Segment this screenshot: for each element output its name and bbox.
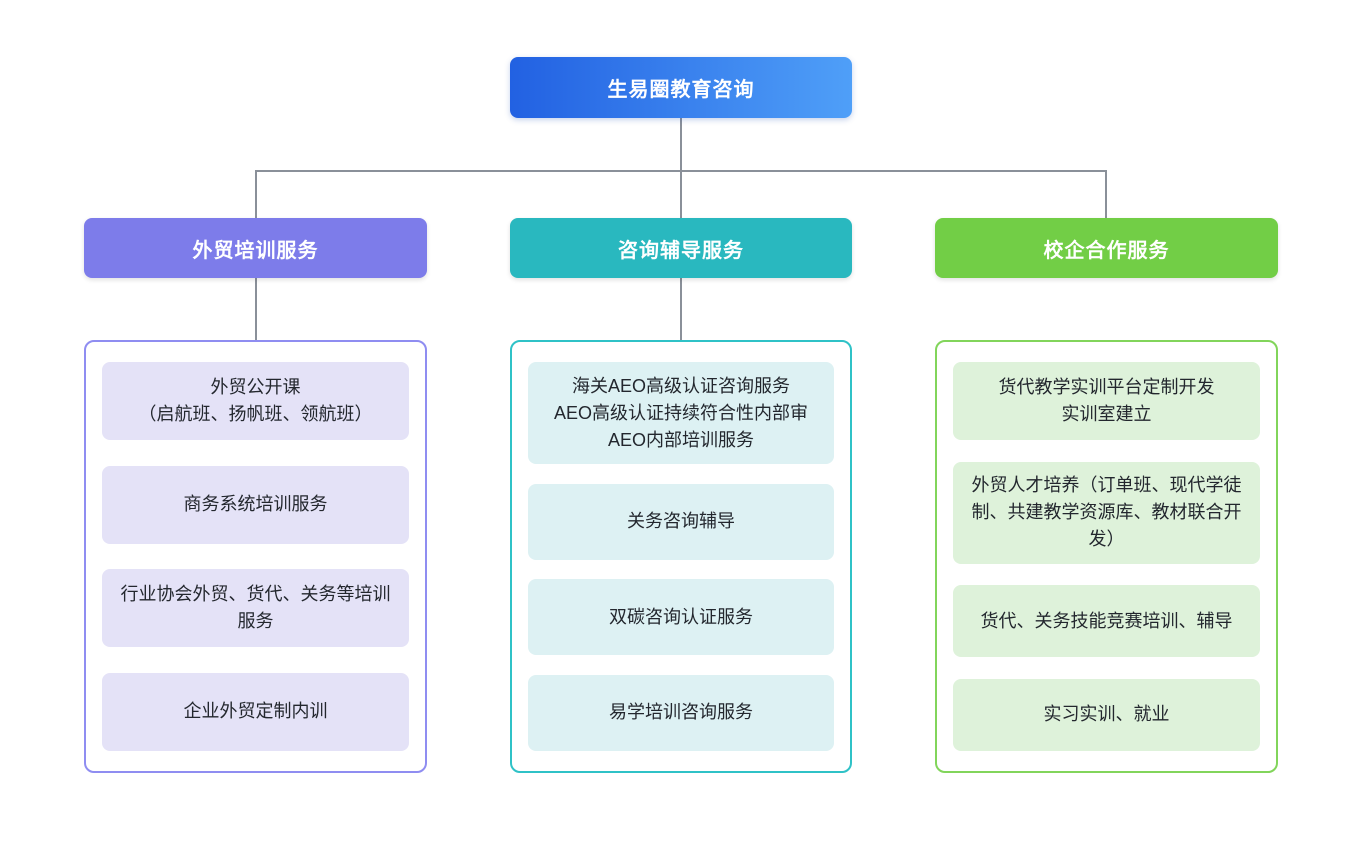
- branch-header: 外贸培训服务: [84, 218, 427, 278]
- diagram-node: 商务系统培训服务: [102, 465, 409, 544]
- branch-school-enterprise-cooperation: 校企合作服务 货代教学实训平台定制开发 实训室建立 外贸人才培养（订单班、现代学…: [935, 0, 1278, 844]
- diagram-node: 货代教学实训平台定制开发 实训室建立: [953, 362, 1260, 440]
- diagram-node: 外贸人才培养（订单班、现代学徒制、共建教学资源库、教材联合开发）: [953, 461, 1260, 564]
- diagram-node: 企业外贸定制内训: [102, 672, 409, 751]
- connector-line: [255, 170, 257, 218]
- branch-foreign-trade-training: 外贸培训服务 外贸公开课 （启航班、扬帆班、领航班） 商务系统培训服务 行业协会…: [84, 0, 427, 844]
- diagram-node: 外贸公开课 （启航班、扬帆班、领航班）: [102, 362, 409, 440]
- branch-consulting-coaching: 咨询辅导服务 海关AEO高级认证咨询服务 AEO高级认证持续符合性内部审 AEO…: [510, 0, 852, 844]
- connector-line: [1105, 170, 1107, 218]
- connector-line: [680, 170, 682, 218]
- diagram-node: 行业协会外贸、货代、关务等培训服务: [102, 569, 409, 648]
- diagram-node: 海关AEO高级认证咨询服务 AEO高级认证持续符合性内部审 AEO内部培训服务: [528, 362, 834, 464]
- diagram-node: 易学培训咨询服务: [528, 674, 834, 751]
- diagram-node: 实习实训、就业: [953, 678, 1260, 751]
- branch-header: 校企合作服务: [935, 218, 1278, 278]
- branch-item-group: 货代教学实训平台定制开发 实训室建立 外贸人才培养（订单班、现代学徒制、共建教学…: [935, 340, 1278, 773]
- connector-line: [680, 118, 682, 171]
- branch-item-group: 外贸公开课 （启航班、扬帆班、领航班） 商务系统培训服务 行业协会外贸、货代、关…: [84, 340, 427, 773]
- connector-line: [255, 278, 257, 340]
- diagram-node: 货代、关务技能竞赛培训、辅导: [953, 585, 1260, 658]
- branch-item-group: 海关AEO高级认证咨询服务 AEO高级认证持续符合性内部审 AEO内部培训服务 …: [510, 340, 852, 773]
- diagram-node: 关务咨询辅导: [528, 483, 834, 560]
- branch-header: 咨询辅导服务: [510, 218, 852, 278]
- root-node: 生易圈教育咨询: [510, 57, 852, 118]
- connector-line: [680, 278, 682, 340]
- diagram-node: 双碳咨询认证服务: [528, 579, 834, 656]
